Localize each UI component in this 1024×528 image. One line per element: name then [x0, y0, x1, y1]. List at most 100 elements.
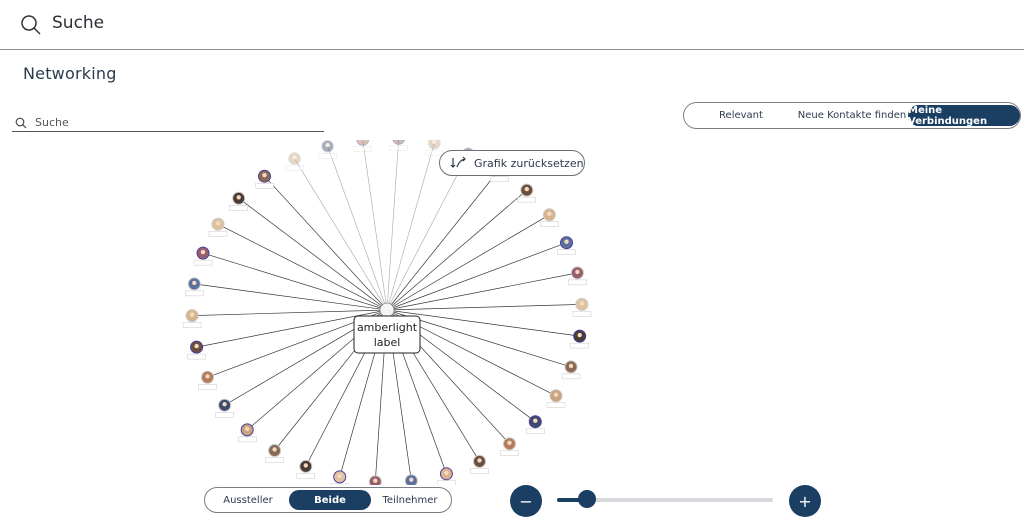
graph-edge: [294, 158, 388, 311]
avatar-face: [564, 239, 569, 244]
contact-name-tag: [500, 450, 519, 456]
avatar-face: [547, 211, 552, 216]
zoom-out-button[interactable]: −: [510, 485, 542, 517]
avatar-face: [262, 173, 267, 178]
contact-name-tag: [255, 183, 274, 189]
graph-edge: [386, 214, 550, 311]
contact-node[interactable]: [437, 467, 456, 485]
contact-name-tag: [557, 249, 576, 255]
avatar-face: [200, 249, 206, 255]
graph-edge: [238, 198, 388, 311]
graph-edge: [386, 272, 578, 311]
contact-name-tag: [265, 457, 284, 463]
reset-graph-button[interactable]: Grafik zurücksetzen: [439, 150, 585, 176]
hub-logo-icon[interactable]: [379, 302, 395, 318]
contact-search-input[interactable]: [35, 114, 305, 131]
contact-name-tag: [193, 259, 213, 266]
contact-node[interactable]: [187, 340, 206, 360]
contact-node[interactable]: [568, 266, 587, 286]
contact-node[interactable]: [402, 474, 420, 485]
contact-name-tag: [330, 483, 349, 485]
contact-node[interactable]: [198, 370, 217, 390]
contact-name-tag: [470, 468, 489, 474]
avatar-face: [409, 477, 414, 482]
zoom-slider-thumb[interactable]: [578, 490, 597, 508]
tab-teilnehmer[interactable]: Teilnehmer: [382, 494, 438, 506]
contact-node[interactable]: [208, 217, 228, 237]
zoom-in-button[interactable]: +: [789, 485, 821, 517]
avatar-face: [192, 280, 197, 286]
contact-node[interactable]: [540, 208, 559, 228]
contact-node[interactable]: [182, 309, 202, 328]
contact-node[interactable]: [561, 360, 581, 380]
contact-name-tag: [229, 205, 248, 211]
search-icon[interactable]: [20, 14, 42, 36]
contact-search-field[interactable]: [12, 114, 324, 132]
contact-node[interactable]: [470, 454, 489, 474]
avatar-face: [432, 140, 437, 145]
contact-node[interactable]: [389, 140, 408, 151]
contact-node[interactable]: [500, 437, 519, 456]
contact-node[interactable]: [238, 423, 257, 443]
contact-node[interactable]: [557, 236, 576, 255]
avatar-face: [325, 143, 330, 148]
contact-node[interactable]: [366, 475, 384, 485]
contact-name-tag: [215, 412, 234, 418]
contact-name-tag: [208, 230, 228, 237]
reset-arrows-icon: [450, 156, 466, 168]
tab-aussteller[interactable]: Aussteller: [223, 494, 273, 506]
avatar-face: [205, 374, 210, 379]
graph-nodes: [182, 140, 592, 485]
contact-name-tag: [540, 221, 559, 228]
contact-node[interactable]: [255, 169, 274, 189]
tab-my-connections[interactable]: Meine Verbindungen: [908, 105, 1020, 127]
contact-node[interactable]: [353, 140, 372, 152]
contact-name-tag: [570, 342, 589, 349]
contact-node[interactable]: [229, 191, 248, 211]
contact-node[interactable]: [517, 183, 536, 203]
contact-node[interactable]: [526, 415, 545, 434]
contact-name-tag: [198, 384, 217, 390]
contact-node[interactable]: [296, 459, 316, 479]
contact-node[interactable]: [265, 444, 284, 463]
contact-avatar[interactable]: [392, 140, 405, 145]
contact-avatar[interactable]: [427, 140, 441, 150]
contact-avatar[interactable]: [356, 140, 370, 146]
contact-avatar[interactable]: [321, 140, 335, 153]
tab-find-new-contacts[interactable]: Neue Kontakte finden: [797, 110, 907, 121]
zoom-slider-track[interactable]: [557, 498, 773, 502]
contact-node[interactable]: [318, 140, 337, 159]
contact-avatar[interactable]: [288, 152, 301, 166]
contact-name-tag: [561, 373, 581, 380]
center-node-label: label: [374, 336, 401, 349]
graph-edge: [386, 304, 582, 311]
tab-relevant[interactable]: Relevant: [719, 110, 763, 121]
contact-name-tag: [185, 290, 204, 297]
contact-node[interactable]: [425, 140, 444, 156]
contact-node[interactable]: [285, 152, 304, 171]
contact-node[interactable]: [330, 470, 349, 485]
avatar-face: [303, 463, 308, 468]
contact-name-tag: [285, 165, 304, 171]
avatar-face: [533, 418, 538, 423]
graph-edge: [202, 252, 388, 311]
contact-node[interactable]: [570, 329, 589, 349]
graph-edge: [386, 242, 567, 311]
center-node-box[interactable]: [353, 315, 421, 354]
tab-beide[interactable]: Beide: [289, 490, 371, 510]
zoom-slider-fill: [557, 498, 588, 502]
avatar-face: [272, 447, 277, 452]
global-search-label[interactable]: Suche: [52, 13, 105, 33]
avatar-face: [361, 140, 365, 141]
contact-node[interactable]: [185, 277, 204, 297]
contact-node[interactable]: [546, 389, 566, 408]
connection-filter-tabs: Relevant Neue Kontakte finden Meine Verb…: [683, 102, 1021, 129]
contact-node[interactable]: [215, 398, 234, 418]
contact-node[interactable]: [572, 297, 592, 317]
graph-edge: [264, 175, 388, 311]
contact-name-tag: [546, 402, 566, 408]
center-node-label: amberlight: [357, 321, 418, 334]
network-graph[interactable]: amberlight label: [180, 140, 620, 485]
contact-node[interactable]: [193, 246, 213, 266]
avatar-face: [553, 392, 559, 397]
